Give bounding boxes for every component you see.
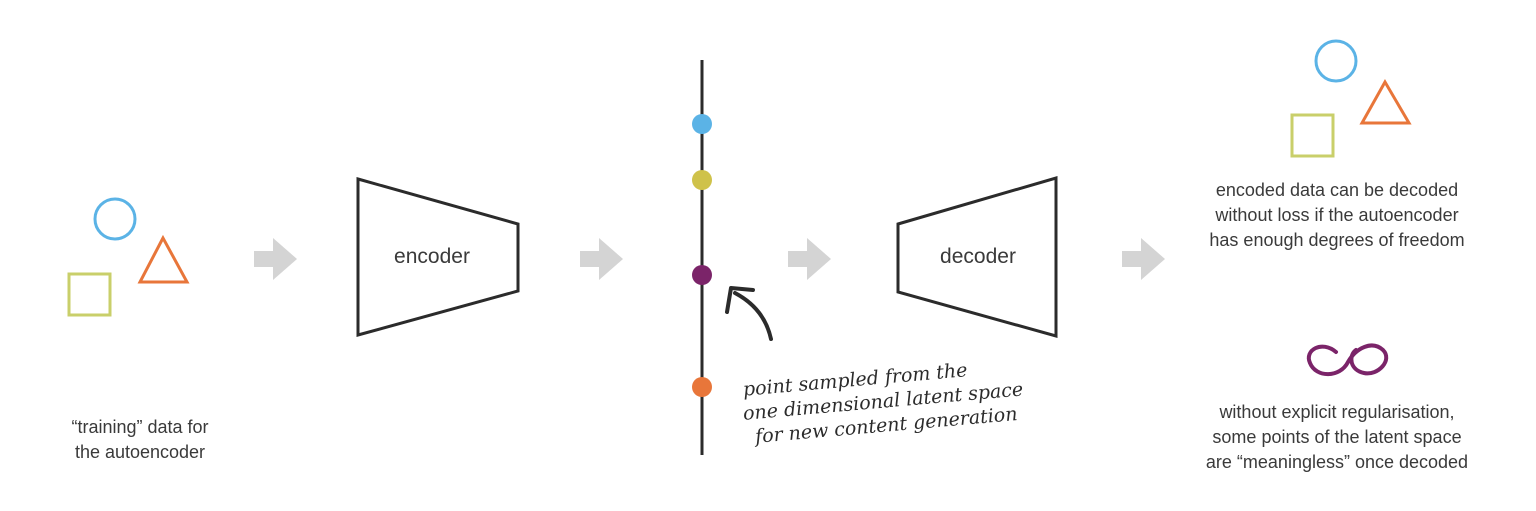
input-triangle	[137, 234, 190, 284]
encoder-label: encoder	[394, 245, 470, 268]
input-caption: “training” data for the autoencoder	[40, 415, 240, 465]
input-circle	[93, 197, 137, 241]
annotation-arrow	[725, 286, 773, 341]
input-shapes	[67, 197, 190, 317]
output-caption-top: encoded data can be decoded without loss…	[1187, 178, 1487, 253]
output-caption-bottom: without explicit regularisation, some po…	[1187, 400, 1487, 475]
output-caption-bottom-line-2: some points of the latent space	[1212, 427, 1462, 447]
latent-point-blue	[692, 114, 712, 134]
encoder-block	[356, 177, 520, 337]
flow-arrow-3	[788, 238, 831, 280]
output-square	[1290, 113, 1335, 158]
output-caption-bottom-line-1: without explicit regularisation,	[1219, 402, 1455, 422]
flow-arrow-1	[254, 238, 297, 280]
output-caption-top-line-3: has enough degrees of freedom	[1209, 230, 1465, 250]
output-shapes	[1290, 39, 1412, 158]
flow-arrow-4	[1122, 238, 1165, 280]
annotation-arrow-head	[725, 286, 755, 314]
output-caption-top-line-2: without loss if the autoencoder	[1215, 205, 1459, 225]
latent-point-orange	[692, 377, 712, 397]
latent-point-purple	[692, 265, 712, 285]
flow-arrow-2	[580, 238, 623, 280]
output-triangle	[1359, 78, 1412, 125]
output-circle	[1314, 39, 1358, 83]
input-caption-line-1: “training” data for	[71, 417, 209, 437]
meaningless-shape	[1306, 343, 1389, 377]
output-caption-bottom-line-3: are “meaningless” once decoded	[1205, 452, 1469, 472]
decoder-label: decoder	[940, 245, 1016, 268]
latent-point-yellow	[692, 170, 712, 190]
output-caption-top-line-1: encoded data can be decoded	[1215, 180, 1459, 200]
input-caption-line-2: the autoencoder	[74, 442, 206, 462]
annotation-arrow-curve	[733, 291, 773, 341]
flow-arrows	[254, 238, 1165, 280]
input-square	[67, 272, 112, 317]
decoder-block	[896, 176, 1058, 338]
